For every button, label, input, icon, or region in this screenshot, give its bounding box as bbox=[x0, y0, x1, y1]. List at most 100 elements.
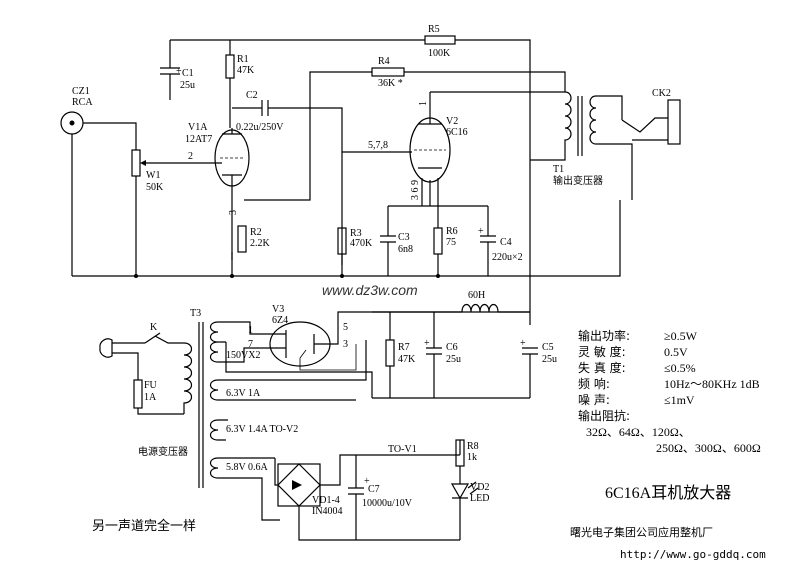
t1-value: 输出变压器 bbox=[553, 174, 603, 187]
junction-dot bbox=[134, 274, 138, 278]
c6-value: 25u bbox=[446, 354, 461, 365]
r5-value: 100K bbox=[428, 48, 451, 59]
r1-label: R1 bbox=[237, 54, 249, 65]
pin369-label: 3 6 9 bbox=[410, 180, 421, 200]
junction-dot bbox=[230, 274, 234, 278]
junction-dot bbox=[340, 274, 344, 278]
w1-label: W1 bbox=[146, 170, 160, 181]
c1-wire bbox=[160, 40, 180, 100]
spec-imp-line2: 250Ω、300Ω、600Ω bbox=[656, 441, 761, 455]
v3-label: V3 bbox=[272, 304, 284, 315]
c4-value: 220u×2 bbox=[492, 252, 523, 263]
r4-wire bbox=[244, 71, 566, 201]
mains-wire bbox=[124, 335, 184, 415]
c6-plus: + bbox=[424, 338, 430, 349]
ck2-jack-body bbox=[667, 99, 681, 145]
r6-value: 75 bbox=[446, 237, 456, 248]
r1-resistor bbox=[225, 54, 235, 79]
spec-noise-label: 噪 声: bbox=[578, 393, 610, 407]
junction-dot bbox=[436, 274, 440, 278]
r3-label: R3 bbox=[350, 228, 362, 239]
switch-k bbox=[144, 332, 161, 344]
b-plus-rail bbox=[170, 39, 531, 325]
pin1-label: 1 bbox=[418, 101, 429, 106]
v2-cathode bbox=[418, 167, 442, 206]
c6-label: C6 bbox=[446, 342, 458, 353]
cz1-label: CZ1 bbox=[72, 86, 90, 97]
ck2-label: CK2 bbox=[652, 88, 671, 99]
watermark: www.dz3w.com bbox=[322, 282, 418, 298]
t3-f1-winding bbox=[209, 340, 367, 401]
c7-plus: + bbox=[364, 476, 370, 487]
p7-label: 7 bbox=[248, 339, 253, 350]
ck2-wiring bbox=[596, 95, 633, 200]
c1-plus: + bbox=[176, 66, 182, 77]
fu-label: FU bbox=[144, 380, 158, 391]
c4-label: C4 bbox=[500, 237, 512, 248]
vd2-label: VD2 bbox=[470, 482, 489, 493]
c1-value: 25u bbox=[180, 80, 195, 91]
c4-plates bbox=[480, 235, 496, 265]
v1a-label: V1A bbox=[188, 122, 208, 133]
bridge-wires bbox=[274, 454, 460, 541]
fu-value: 1A bbox=[144, 392, 157, 403]
hv-return bbox=[225, 342, 373, 398]
vd2-led bbox=[450, 481, 479, 500]
k-label: K bbox=[150, 322, 158, 333]
ptx-label: 电源变压器 bbox=[138, 445, 188, 458]
c7-plates bbox=[348, 455, 364, 540]
spec-imp-label: 输出阻抗: bbox=[578, 408, 630, 423]
diagram-title: 6C16A耳机放大器 bbox=[605, 484, 731, 502]
t1-label: T1 bbox=[553, 164, 564, 175]
v3-plates bbox=[272, 311, 530, 358]
w1-wiper bbox=[135, 162, 222, 262]
t3-primary bbox=[183, 342, 193, 414]
v2-value: 6C16 bbox=[446, 127, 468, 138]
r7-value: 47K bbox=[398, 354, 416, 365]
spec-freq-value: 10Hz～80KHz 1dB bbox=[664, 377, 760, 391]
c7-label: C7 bbox=[368, 484, 380, 495]
p3-label: 3 bbox=[343, 339, 348, 350]
t1-core bbox=[577, 96, 583, 156]
t1-primary bbox=[530, 91, 572, 161]
spec-dist-label: 失 真 度: bbox=[578, 360, 626, 375]
choke-60h bbox=[461, 303, 499, 313]
t3-label: T3 bbox=[190, 308, 201, 319]
maker-label: 曙光电子集团公司应用整机厂 bbox=[570, 525, 713, 539]
spec-sens-value: 0.5V bbox=[664, 345, 688, 359]
c6-plates bbox=[426, 312, 442, 398]
vd14-label: VD1-4 bbox=[312, 495, 340, 506]
vd14-value: IN4004 bbox=[312, 506, 343, 517]
v1a-cathode bbox=[222, 174, 242, 260]
c1-label: C1 bbox=[182, 68, 194, 79]
c5-plates bbox=[372, 347, 538, 399]
url-label: http://www.go-gddq.com bbox=[620, 548, 766, 561]
f1-label: 6.3V 1A bbox=[226, 388, 261, 399]
other-channel-note: 另一声道完全一样 bbox=[92, 518, 196, 534]
t3-f2-winding bbox=[209, 419, 228, 441]
vd2-value: LED bbox=[470, 493, 489, 504]
r6-resistor bbox=[433, 227, 443, 255]
r4-value: 36K * bbox=[378, 78, 403, 89]
r2-resistor bbox=[237, 225, 247, 253]
p5-label: 5 bbox=[343, 322, 348, 333]
bridge-diode-arrow bbox=[292, 480, 302, 490]
c3-value: 6n8 bbox=[398, 244, 413, 255]
r2-value: 2.2K bbox=[250, 238, 271, 249]
r1-value: 47K bbox=[237, 65, 255, 76]
w1-arrow bbox=[140, 160, 146, 166]
spec-freq-label: 频 响: bbox=[578, 376, 610, 391]
v2-label: V2 bbox=[446, 116, 458, 127]
rca-label: RCA bbox=[72, 97, 93, 108]
l-label: 60H bbox=[468, 290, 485, 301]
f3-label: 5.8V 0.6A bbox=[226, 462, 269, 473]
c5-label: C5 bbox=[542, 342, 554, 353]
t1-secondary bbox=[589, 95, 597, 145]
c7-value: 10000u/10V bbox=[362, 498, 413, 509]
hv-label: 150VX2 bbox=[226, 350, 260, 361]
r7-label: R7 bbox=[398, 342, 410, 353]
r2-label: R2 bbox=[250, 227, 262, 238]
r5-label: R5 bbox=[428, 24, 440, 35]
